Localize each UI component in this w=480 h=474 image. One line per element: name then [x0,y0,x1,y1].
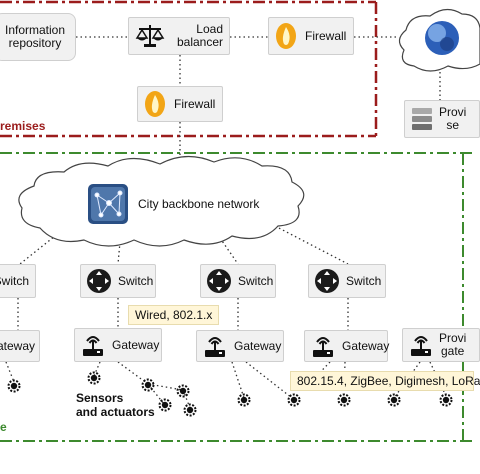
wireless-protocol-note: 802.15.4, ZigBee, Digimesh, LoRa [290,371,480,391]
gateway-node-1[interactable]: ateway [0,330,40,362]
router-antenna-icon [408,332,434,358]
backbone-network-label: City backbone network [138,197,260,211]
gateway-node-3[interactable]: Gateway [196,330,284,362]
flame-icon [275,22,297,50]
network-mesh-icon [88,184,128,224]
information-repository-node[interactable]: Information repository [0,13,76,61]
globe-icon [425,21,459,55]
server-stack-icon [411,106,433,132]
flame-icon [144,90,166,118]
switch-node-2[interactable]: Switch [80,264,156,298]
switch-label: Switch [0,273,29,288]
switch-label: Switch [238,273,274,288]
gear-sensor-icon [387,393,401,407]
gateway-node-2[interactable]: Gateway [74,328,162,362]
router-antenna-icon [80,332,106,358]
switch-node-1[interactable]: Switch [0,264,36,298]
city-region [0,152,474,442]
firewall-mid-label: Firewall [174,96,216,111]
balance-scale-icon [135,22,165,50]
provider-server-node[interactable]: Provi se [404,100,480,138]
gear-sensor-icon [439,393,453,407]
premises-region [0,0,378,138]
router-antenna-icon [310,333,336,359]
gateway-label: Gateway [234,338,282,353]
firewall-mid-node[interactable]: Firewall [137,86,223,122]
gear-sensor-icon [7,379,21,393]
city-region-label: e [0,420,7,434]
premises-region-label: remises [0,119,46,133]
gear-sensor-icon [287,393,301,407]
internet-cloud [398,8,480,72]
provider-gateway-node[interactable]: Provi gate [402,328,480,362]
load-balancer-node[interactable]: Load balancer [128,17,230,55]
switch-arrows-icon [86,268,112,294]
provider-gateway-label: Provi gate [439,331,467,358]
gear-sensor-icon [176,384,190,398]
gear-sensor-icon [141,378,155,392]
gear-sensor-icon [237,393,251,407]
gateway-label: ateway [0,338,35,353]
provider-server-label: Provi se [439,105,467,132]
city-backbone-cloud [18,155,305,247]
gateway-label: Gateway [112,337,160,352]
switch-node-3[interactable]: Switch [200,264,276,298]
wired-protocol-note: Wired, 802.1.x [128,305,220,325]
switch-label: Switch [118,273,154,288]
gateway-label: Gateway [342,338,390,353]
switch-arrows-icon [314,268,340,294]
firewall-top-label: Firewall [305,28,347,43]
switch-label: Switch [346,273,382,288]
gear-sensor-icon [337,393,351,407]
backbone-network-node[interactable]: City backbone network [88,184,259,224]
switch-node-4[interactable]: Switch [308,264,386,298]
information-repository-label: Information repository [4,23,66,50]
load-balancer-label: Load balancer [176,22,223,49]
firewall-top-node[interactable]: Firewall [268,17,354,55]
gateway-node-4[interactable]: Gateway [304,330,390,362]
sensors [7,371,453,417]
router-antenna-icon [202,333,228,359]
switch-arrows-icon [206,268,232,294]
sensors-actuators-label: Sensors and actuators [76,391,155,419]
gear-sensor-icon [87,371,101,385]
gear-sensor-icon [158,398,172,412]
gear-sensor-icon [183,403,197,417]
